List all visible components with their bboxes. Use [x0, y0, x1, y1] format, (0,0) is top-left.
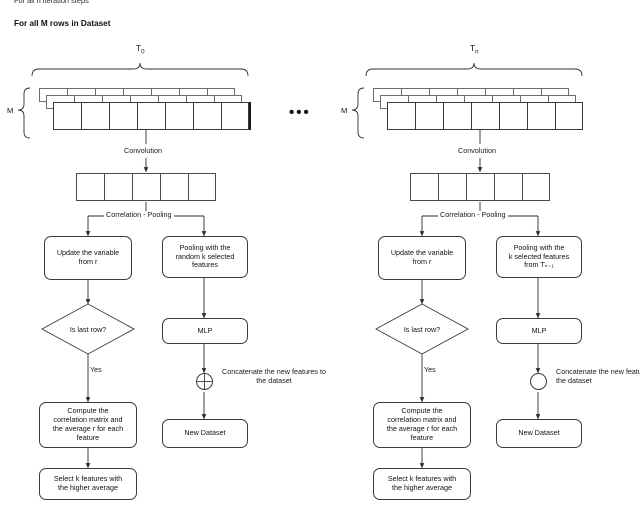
yes-label-col1: Yes [90, 365, 102, 374]
update-variable-box-col1: Update the variable from r [44, 236, 132, 280]
correlation-pooling-label-col1: Correlation - Pooling [104, 210, 174, 220]
concatenate-label-col2: Concatenate the new features to the data… [556, 367, 640, 385]
select-k-features-box-col1: Select k features with the higher averag… [39, 468, 137, 500]
convolution-label-col1: Convolution [124, 146, 162, 155]
yes-label-col2: Yes [424, 365, 436, 374]
convolution-label-col2: Convolution [458, 146, 496, 155]
mlp-box-col1: MLP [162, 318, 248, 344]
mlp-box-col2: MLP [496, 318, 582, 344]
compute-correlation-box-col2: Compute the correlation matrix and the a… [373, 402, 471, 448]
pooling-box-col1: Pooling with the random k selected featu… [162, 236, 248, 278]
concat-operator-circle-col1 [196, 373, 213, 390]
ellipsis-between-columns: ••• [289, 104, 311, 121]
select-k-features-box-col2: Select k features with the higher averag… [373, 468, 471, 500]
rows-brace-label-col1: M [7, 106, 14, 115]
concat-operator-circle-col2 [530, 373, 547, 390]
tensor-label-t0: T0 [136, 43, 145, 56]
compute-correlation-box-col1: Compute the correlation matrix and the a… [39, 402, 137, 448]
tensor-label-tn: Tn [470, 43, 479, 56]
new-dataset-box-col1: New Dataset [162, 419, 248, 448]
new-dataset-box-col2: New Dataset [496, 419, 582, 448]
header-for-all-m-rows: For all M rows in Dataset [14, 19, 111, 28]
correlation-pooling-label-col2: Correlation - Pooling [438, 210, 508, 220]
is-last-row-diamond-col1: Is last row? [69, 324, 107, 334]
is-last-row-diamond-col2: Is last row? [403, 324, 441, 334]
rows-brace-label-col2: M [341, 106, 348, 115]
tensor-stack-layer-front-col1 [53, 102, 251, 130]
conv-output-cells-col1 [76, 173, 216, 201]
concatenate-label-col1: Concatenate the new features to the data… [222, 367, 326, 385]
tensor-stack-layer-front-col2 [387, 102, 583, 130]
update-variable-box-col2: Update the variable from r [378, 236, 466, 280]
header-clipped-text: For all n iteration steps [14, 0, 89, 5]
pooling-box-col2: Pooling with the k selected features fro… [496, 236, 582, 278]
conv-output-cells-col2 [410, 173, 550, 201]
